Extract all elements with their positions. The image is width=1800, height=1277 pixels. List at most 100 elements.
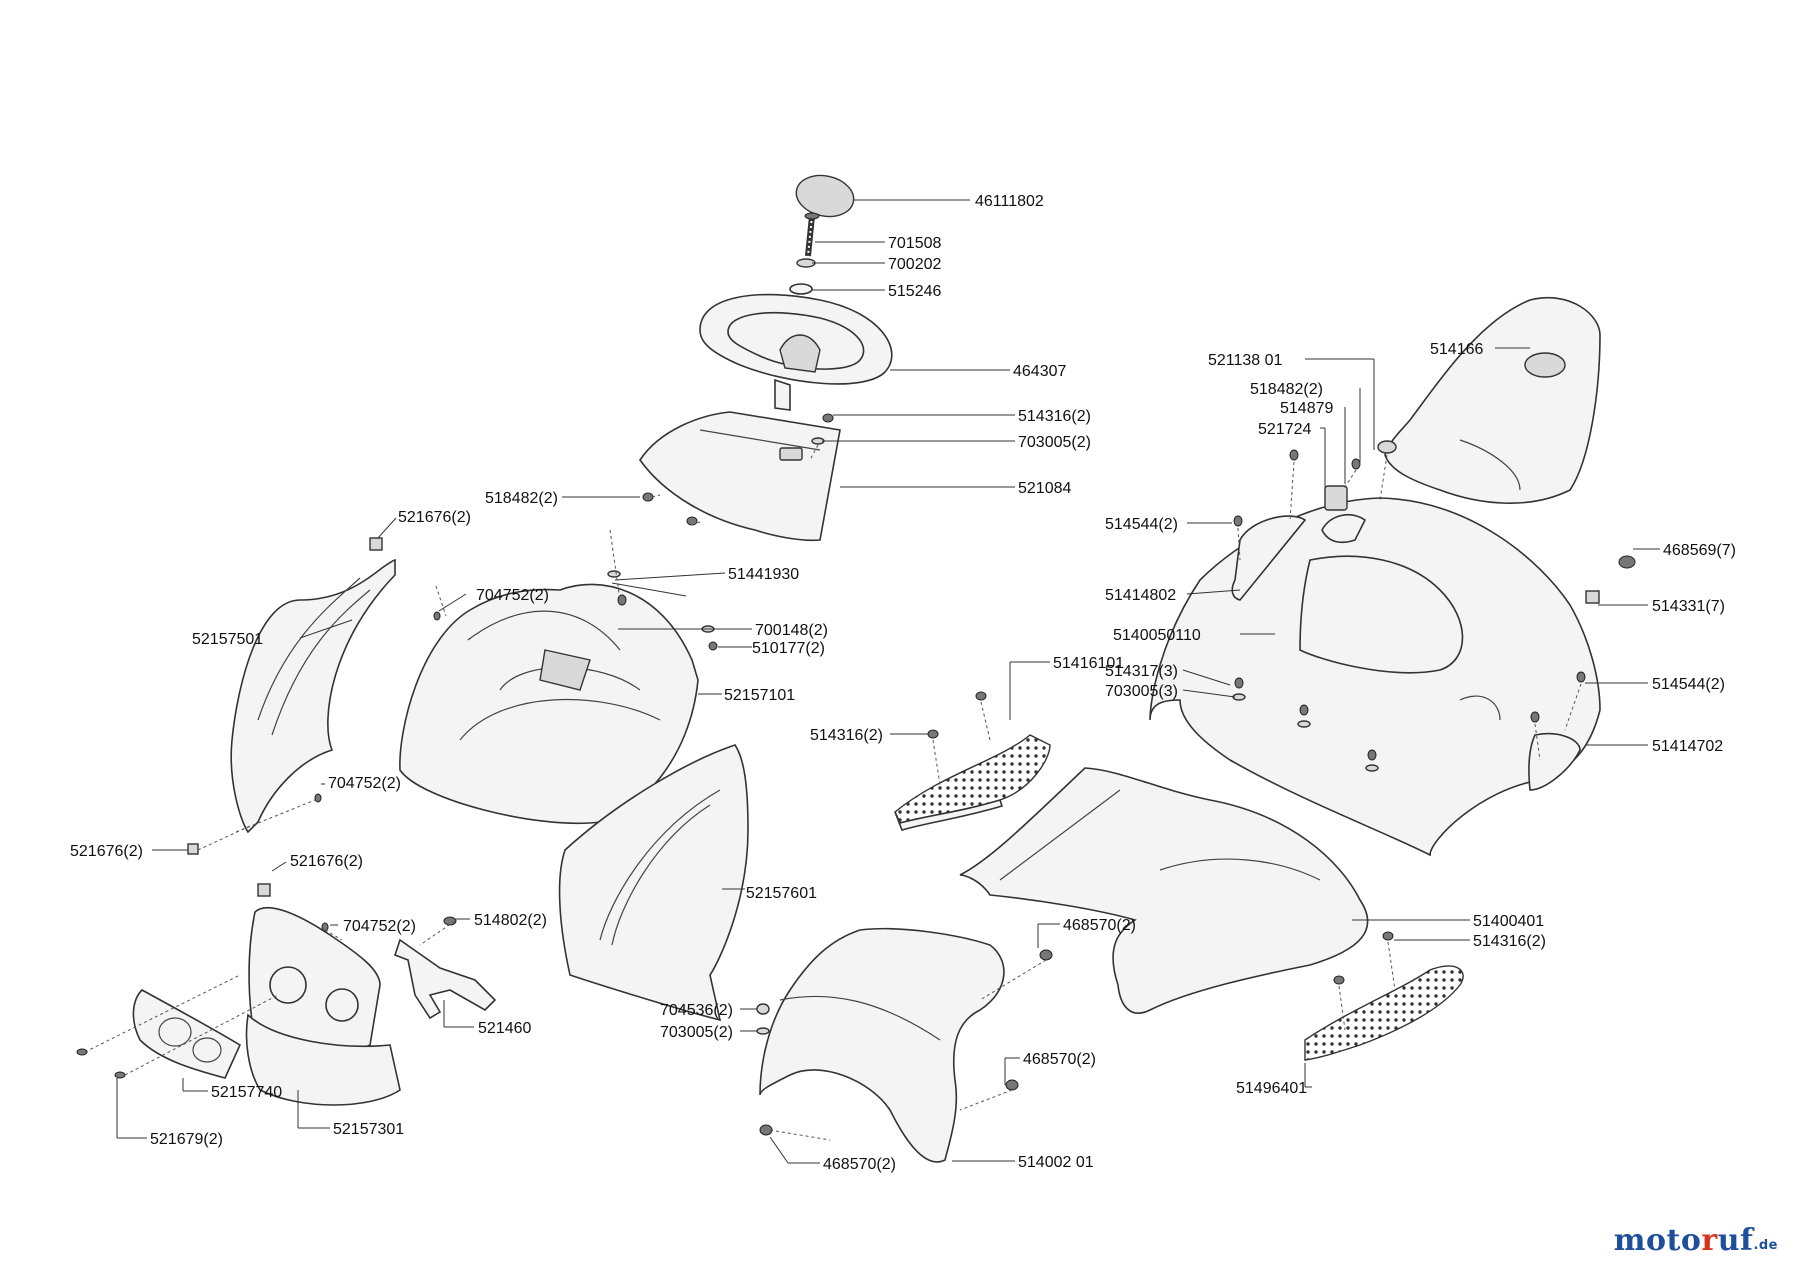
callout-label: 703005(2)	[660, 1024, 733, 1041]
screw-704752-a	[433, 611, 441, 621]
screw-lower	[114, 1071, 126, 1079]
rear-clip	[1585, 590, 1600, 604]
callout-label: 521676(2)	[290, 853, 363, 870]
brand-part3: uf	[1717, 1223, 1754, 1258]
screw-704752-b	[314, 793, 322, 803]
clip-left-top	[369, 537, 383, 551]
clip-grille	[257, 883, 271, 897]
callout-label: 51400401	[1473, 913, 1544, 930]
callout-label: 51414802	[1105, 587, 1176, 604]
callout-label: 468569(7)	[1663, 542, 1736, 559]
rear-left-screw	[1233, 515, 1243, 527]
callout-label: 703005(3)	[1105, 683, 1178, 700]
seat	[1384, 296, 1601, 504]
callout-label: 521679(2)	[150, 1131, 223, 1148]
frame-screw-b	[1299, 704, 1309, 716]
clip-left-bottom	[187, 843, 199, 855]
rear-right-bracket	[1528, 732, 1581, 791]
cover-screw-b	[1005, 1079, 1019, 1091]
front-right-fender	[558, 744, 749, 1022]
screw-704752-c	[321, 922, 329, 932]
brand-logo: motoruf.de	[1614, 1223, 1778, 1258]
callout-label: 514331(7)	[1652, 598, 1725, 615]
callout-label: 52157601	[746, 885, 817, 902]
callout-label: 704752(2)	[328, 775, 401, 792]
front-center-cover	[759, 927, 1005, 1163]
grille-lower	[245, 1013, 401, 1106]
frame-washer-c	[1365, 764, 1379, 772]
callout-label: 514317(3)	[1105, 663, 1178, 680]
rear-fender-body	[1149, 497, 1601, 857]
screw-headlight	[76, 1048, 88, 1056]
callout-label: 521138 01	[1208, 352, 1283, 369]
callout-label: 514316(2)	[1018, 408, 1091, 425]
callout-label: 514879	[1280, 400, 1333, 417]
callout-labels: 46111802 701508 700202 515246 464307 514…	[70, 193, 1736, 1173]
callout-label: 704536(2)	[660, 1002, 733, 1019]
seat-pad	[1377, 440, 1397, 454]
dash-side-screw	[642, 492, 654, 502]
callout-label: 700202	[888, 256, 941, 273]
callout-label: 704752(2)	[343, 918, 416, 935]
brand-tld: .de	[1753, 1238, 1778, 1253]
callout-leaders	[116, 199, 1660, 1164]
seat-switch-housing	[1321, 514, 1367, 544]
callout-label: 52157101	[724, 687, 795, 704]
callout-label: 468570(2)	[1063, 917, 1136, 934]
callout-label: 510177(2)	[752, 640, 825, 657]
dashboard-panel	[639, 411, 841, 542]
callout-label: 51414702	[1652, 738, 1723, 755]
callout-label: 521676(2)	[398, 509, 471, 526]
callout-label: 518482(2)	[485, 490, 558, 507]
steering-hub-washer	[789, 283, 813, 295]
callout-label: 52157501	[192, 631, 263, 648]
callout-label: 521676(2)	[70, 843, 143, 860]
footrest-left-screw	[927, 729, 939, 739]
main-body-frame	[959, 767, 1369, 1014]
callout-label: 514544(2)	[1105, 516, 1178, 533]
callout-label: 704752(2)	[476, 587, 549, 604]
rear-bolt	[1618, 555, 1636, 569]
callout-label: 51496401	[1236, 1080, 1307, 1097]
callout-label: 51441930	[728, 566, 799, 583]
footrest-right-screw-b	[1333, 975, 1345, 985]
dash-screw	[822, 413, 834, 423]
footrest-right	[1304, 965, 1464, 1061]
brand-part2: r	[1701, 1223, 1718, 1258]
rear-right-screw	[1530, 711, 1540, 723]
callout-label: 514316(2)	[1473, 933, 1546, 950]
front-grille-housing	[248, 907, 381, 1065]
steering-cap	[795, 174, 855, 218]
hood-panel	[399, 583, 699, 825]
callout-label: 700148(2)	[755, 622, 828, 639]
callout-label: 468570(2)	[1023, 1051, 1096, 1068]
callout-label: 703005(2)	[1018, 434, 1091, 451]
assembly-lines	[84, 444, 1582, 1141]
left-side-panel	[230, 558, 396, 834]
callout-label: 701508	[888, 235, 941, 252]
callout-label: 514544(2)	[1652, 676, 1725, 693]
frame-washer-b	[1297, 720, 1311, 728]
steering-bolt	[804, 212, 820, 257]
callout-label: 518482(2)	[1250, 381, 1323, 398]
frame-screw-c	[1367, 749, 1377, 761]
headlight-lens	[132, 989, 242, 1079]
callout-label: 468570(2)	[823, 1156, 896, 1173]
footrest-left-screw-b	[975, 691, 987, 701]
hood-washer-a	[607, 570, 621, 578]
callout-label: 521460	[478, 1020, 531, 1037]
seat-switch	[1324, 485, 1348, 511]
footrest-right-screw	[1382, 931, 1394, 941]
seat-screw-a	[1289, 449, 1299, 461]
dash-lower-screw	[686, 516, 698, 526]
rear-left-bracket	[1231, 515, 1307, 601]
callout-label: 51416101	[1053, 655, 1124, 672]
cover-washer	[756, 1027, 770, 1035]
callout-label: 464307	[1013, 363, 1066, 380]
brand-part1: moto	[1613, 1223, 1702, 1258]
cover-screw-a	[1039, 949, 1053, 961]
callout-label: 514802(2)	[474, 912, 547, 929]
callout-label: 521724	[1258, 421, 1311, 438]
